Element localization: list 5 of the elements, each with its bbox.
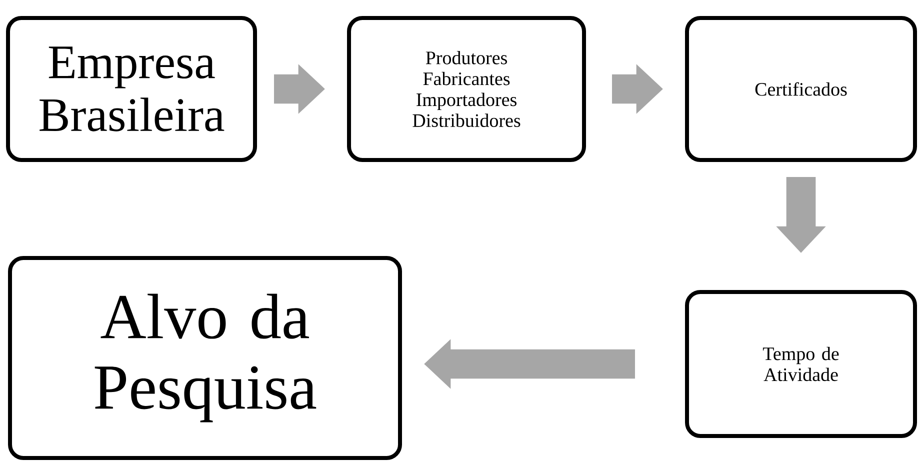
process-box: Produtores Fabricantes Importadores Distribuidores xyxy=(347,16,586,162)
process-box: Empresa Brasileira xyxy=(6,16,258,162)
process-box: Certificados xyxy=(685,16,917,162)
process-box: Alvo da Pesquisa xyxy=(8,256,402,460)
process-box: Tempo de Atividade xyxy=(685,290,917,438)
